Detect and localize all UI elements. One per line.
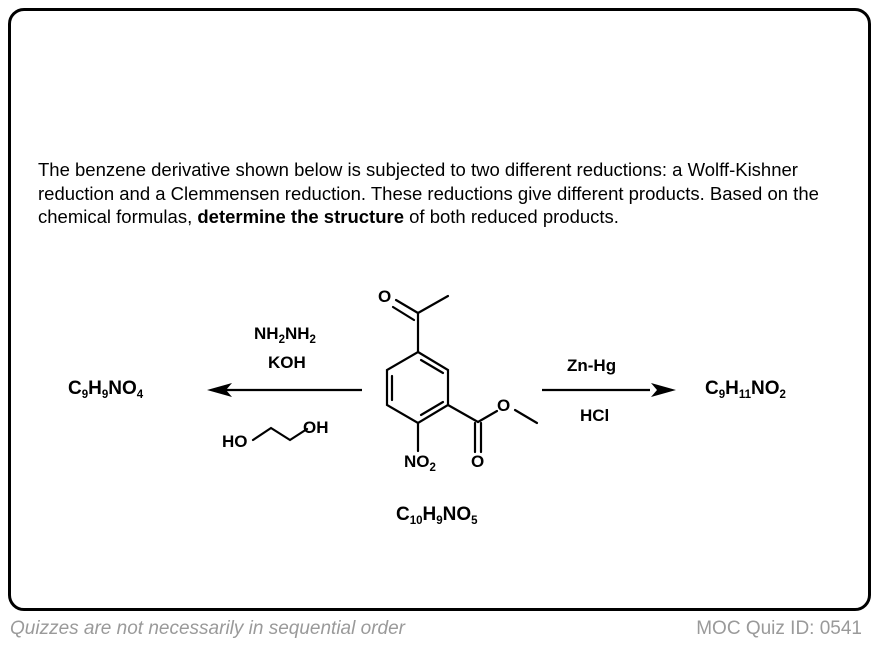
formula-subscript: 9 [101,389,109,401]
formula-text: H [88,378,102,399]
formula-text: HCl [580,406,610,425]
arrow-head-right [651,383,676,397]
formula-text: NH [254,324,279,343]
formula-text: H [422,504,437,525]
formula-subscript: 2 [278,334,285,346]
formula-text: H [725,378,739,399]
formula-text: C [68,378,82,399]
acetyl-methyl-bond [416,294,450,315]
formula-subscript: 11 [738,389,752,401]
reagent-hcl: HCl [580,406,609,426]
formula-subscript: 2 [779,389,786,401]
question-text: The benzene derivative shown below is su… [38,158,838,229]
formula-subscript: 2 [309,334,316,346]
question-emphasis: determine the structure [197,206,404,227]
arrow-head-left [207,383,232,397]
wolff-kishner-product-formula: C9H9NO4 [68,378,144,401]
ester-o-bond [476,409,499,424]
formula-text: C [396,504,410,525]
question-text-part: The benzene derivative shown below is su… [38,159,819,227]
acetyl-co-bond [391,305,416,322]
ketone-oxygen: O [378,287,392,306]
ring-double-bond [419,358,445,375]
formula-text: C [705,378,719,399]
formula-subscript: 10 [409,515,423,527]
formula-subscript: 9 [81,389,89,401]
ring-double-bond [419,400,445,417]
formula-text: Zn-Hg [567,356,617,375]
question-text-part: of both reduced products. [404,206,619,227]
solvent-oh: OH [303,418,329,437]
solvent-ho: HO [222,432,248,451]
footer-note: Quizzes are not necessarily in sequentia… [10,618,405,639]
formula-text: NH [284,324,310,343]
quiz-card [8,8,871,611]
formula-subscript: 9 [436,515,443,527]
ethylene-glycol [251,426,309,442]
starting-material-formula: C10H9NO5 [396,504,478,527]
clemmensen-product-formula: C9H11NO2 [705,378,786,401]
ester-oxygen: O [497,396,511,415]
formula-text: NO [751,378,780,399]
reagent-hydrazine: NH2NH2 [254,324,316,346]
reagent-zn-hg: Zn-Hg [567,356,616,376]
formula-subscript: 4 [136,389,144,401]
ester-bond [446,403,480,424]
formula-subscript: 5 [471,515,478,527]
reagent-koh: KOH [268,353,306,373]
benzene-ring [385,350,450,425]
formula-text: NO [108,378,137,399]
formula-text: KOH [268,353,306,372]
formula-text: NO [404,452,430,471]
quiz-id: MOC Quiz ID: 0541 [696,618,862,639]
nitro-group: NO2 [404,452,436,474]
formula-subscript: 2 [429,462,436,474]
acetyl-co-bond [394,298,420,315]
formula-text: NO [442,504,472,525]
ester-methyl-bond [513,408,539,425]
carbonyl-oxygen: O [471,452,485,471]
formula-subscript: 9 [718,389,726,401]
